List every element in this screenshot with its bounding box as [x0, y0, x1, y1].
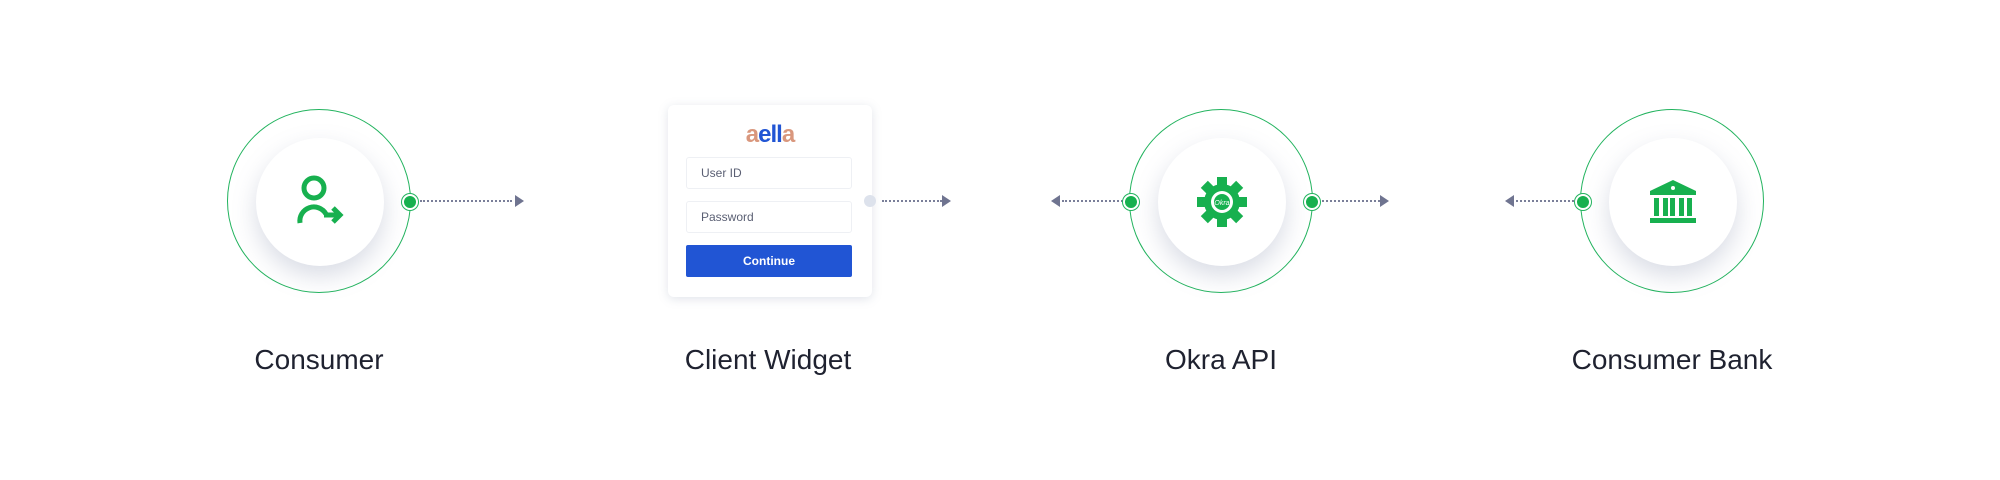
password-input[interactable]: Password — [686, 201, 852, 233]
connector-line — [1322, 200, 1380, 202]
connector-dot — [864, 195, 876, 207]
arrow-right-icon — [942, 195, 951, 207]
connector-dot — [402, 194, 418, 210]
user-transfer-icon — [297, 175, 344, 224]
client-widget-card: aella User ID Password Continue — [668, 105, 872, 297]
arrow-right-icon — [1380, 195, 1389, 207]
arrow-left-icon — [1505, 195, 1514, 207]
client-widget-label: Client Widget — [684, 344, 852, 375]
consumer-bank-node — [1580, 109, 1764, 293]
okra-api-label: Okra API — [1164, 344, 1278, 375]
connector-dot — [1575, 194, 1591, 210]
svg-text:Okra: Okra — [1214, 200, 1229, 207]
user-id-input[interactable]: User ID — [686, 157, 852, 189]
continue-button[interactable]: Continue — [686, 245, 852, 277]
arrow-left-icon — [1051, 195, 1060, 207]
connector-line — [420, 200, 512, 202]
connector-line — [1516, 200, 1578, 202]
connector-dot — [1123, 194, 1139, 210]
consumer-node — [227, 109, 411, 293]
connector-line — [1062, 200, 1126, 202]
aella-logo: aella — [745, 121, 795, 148]
connector-line — [882, 200, 942, 202]
consumer-label: Consumer — [254, 344, 384, 375]
bank-icon — [1650, 180, 1696, 223]
arrow-right-icon — [515, 195, 524, 207]
connector-dot — [1304, 194, 1320, 210]
okra-gear-icon: Okra — [1197, 177, 1247, 227]
okra-api-node: Okra — [1129, 109, 1313, 293]
consumer-bank-label: Consumer Bank — [1571, 344, 1773, 375]
